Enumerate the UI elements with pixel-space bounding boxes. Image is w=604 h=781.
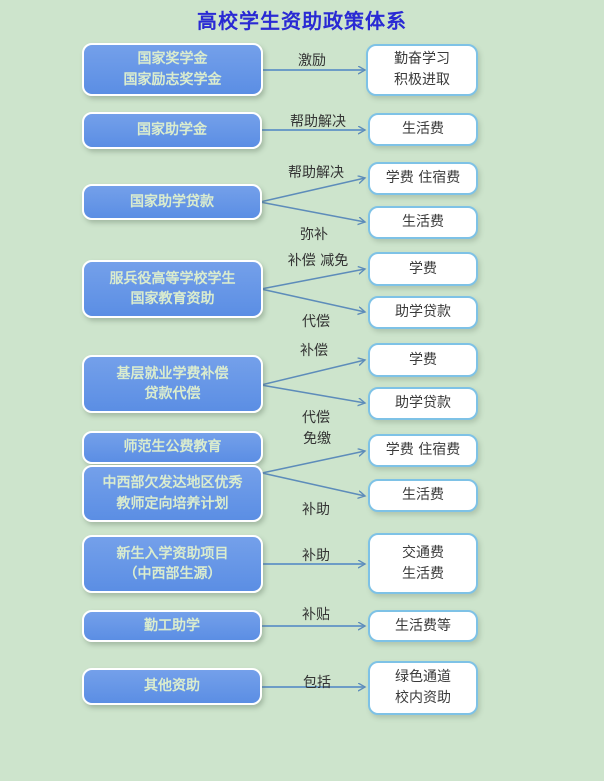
policy-line: 新生入学资助项目 xyxy=(116,545,229,562)
benefit-line: 生活费 xyxy=(402,121,444,137)
benefit-line: 交通费 xyxy=(402,544,444,561)
policy-box-work-study: 勤工助学 xyxy=(82,610,262,642)
benefit-box-living-2: 生活费 xyxy=(368,206,478,239)
benefit-box-student-loan-1: 助学贷款 xyxy=(368,296,478,329)
policy-box-other-aid: 其他资助 xyxy=(82,668,262,705)
policy-line: 师范生公费教育 xyxy=(123,439,222,456)
benefit-line: 生活费 xyxy=(402,565,444,582)
edge-label-repay-1: 代偿 xyxy=(302,314,330,330)
benefit-line: 助学贷款 xyxy=(395,304,451,320)
edge-label-compensate-waive: 补偿 减免 xyxy=(287,253,349,269)
arrow-military-tuition xyxy=(260,269,365,290)
arrow-normal-tuition xyxy=(261,451,365,474)
benefit-box-living-1: 生活费 xyxy=(368,113,478,146)
policy-line: 教师定向培养计划 xyxy=(116,495,229,512)
edge-label-help-solve-1: 帮助解决 xyxy=(290,114,346,130)
benefit-line: 积极进取 xyxy=(394,72,450,88)
policy-box-normal-students: 师范生公费教育 xyxy=(82,431,263,464)
edge-label-exempt: 免缴 xyxy=(303,431,331,447)
policy-box-loan: 国家助学贷款 xyxy=(82,184,262,220)
policy-box-midwest-teacher-plan: 中西部欠发达地区优秀 教师定向培养计划 xyxy=(82,465,263,522)
edge-label-compensate: 补偿 xyxy=(300,343,328,359)
policy-line: 国家助学金 xyxy=(137,122,207,139)
arrow-normal-living xyxy=(261,472,365,496)
benefit-line: 学费 xyxy=(409,351,437,368)
edge-label-help-solve-2: 帮助解决 xyxy=(288,165,344,181)
arrow-loan-living xyxy=(259,201,365,222)
edge-label-include: 包括 xyxy=(303,675,331,691)
benefit-box-tuition-lodging-2: 学费 住宿费 xyxy=(368,434,478,467)
edge-label-repay-2: 代偿 xyxy=(302,410,330,426)
benefit-box-transport-living: 交通费 生活费 xyxy=(368,533,478,594)
benefit-line: 生活费等 xyxy=(395,617,451,634)
policy-line: 国家奖学金 xyxy=(137,51,208,68)
benefit-box-tuition-1: 学费 xyxy=(368,252,478,286)
page-title: 高校学生资助政策体系 xyxy=(197,9,407,33)
benefit-box-tuition-lodging-1: 学费 住宿费 xyxy=(368,162,478,195)
policy-line: 国家教育资助 xyxy=(130,291,215,307)
benefit-line: 助学贷款 xyxy=(395,395,451,411)
edge-label-subsidy-1: 补助 xyxy=(302,502,330,518)
benefit-box-student-loan-2: 助学贷款 xyxy=(368,387,478,420)
policy-line: 中西部欠发达地区优秀 xyxy=(102,475,243,492)
policy-line: 基层就业学费补偿 xyxy=(116,365,229,382)
benefit-line: 勤奋学习 xyxy=(394,51,450,67)
policy-box-scholarship: 国家奖学金 国家励志奖学金 xyxy=(82,43,263,96)
benefit-box-study-hard: 勤奋学习 积极进取 xyxy=(366,44,478,96)
arrow-military-loan xyxy=(260,288,365,312)
benefit-box-green-channel: 绿色通道 校内资助 xyxy=(368,661,478,715)
benefit-line: 生活费 xyxy=(402,487,444,503)
benefit-line: 学费 住宿费 xyxy=(385,170,461,186)
benefit-line: 学费 xyxy=(409,260,437,277)
benefit-line: 绿色通道 xyxy=(395,669,451,685)
edge-label-subsidy-2: 补助 xyxy=(302,548,330,564)
policy-line: （中西部生源） xyxy=(123,566,222,582)
policy-line: 国家励志奖学金 xyxy=(123,71,222,88)
policy-line: 服兵役高等学校学生 xyxy=(109,270,236,287)
edge-label-make-up: 弥补 xyxy=(300,227,328,243)
policy-line: 国家助学贷款 xyxy=(130,193,214,210)
benefit-line: 生活费 xyxy=(402,214,444,230)
policy-line: 贷款代偿 xyxy=(144,386,201,402)
arrow-grassroots-tuition xyxy=(260,360,365,386)
edge-label-allowance: 补贴 xyxy=(302,607,330,623)
benefit-line: 学费 住宿费 xyxy=(385,442,461,458)
arrow-grassroots-loan xyxy=(260,384,365,403)
benefit-box-living-etc: 生活费等 xyxy=(368,610,478,642)
policy-box-military: 服兵役高等学校学生 国家教育资助 xyxy=(82,260,263,318)
policy-line: 其他资助 xyxy=(144,678,200,695)
policy-line: 勤工助学 xyxy=(144,617,200,634)
benefit-box-tuition-2: 学费 xyxy=(368,343,478,377)
policy-box-freshman-aid: 新生入学资助项目 （中西部生源） xyxy=(82,535,263,593)
policy-box-grant: 国家助学金 xyxy=(82,112,262,149)
edge-label-incentive: 激励 xyxy=(298,53,326,69)
benefit-line: 校内资助 xyxy=(395,690,451,706)
policy-box-grassroots: 基层就业学费补偿 贷款代偿 xyxy=(82,355,263,413)
benefit-box-living-3: 生活费 xyxy=(368,479,478,512)
